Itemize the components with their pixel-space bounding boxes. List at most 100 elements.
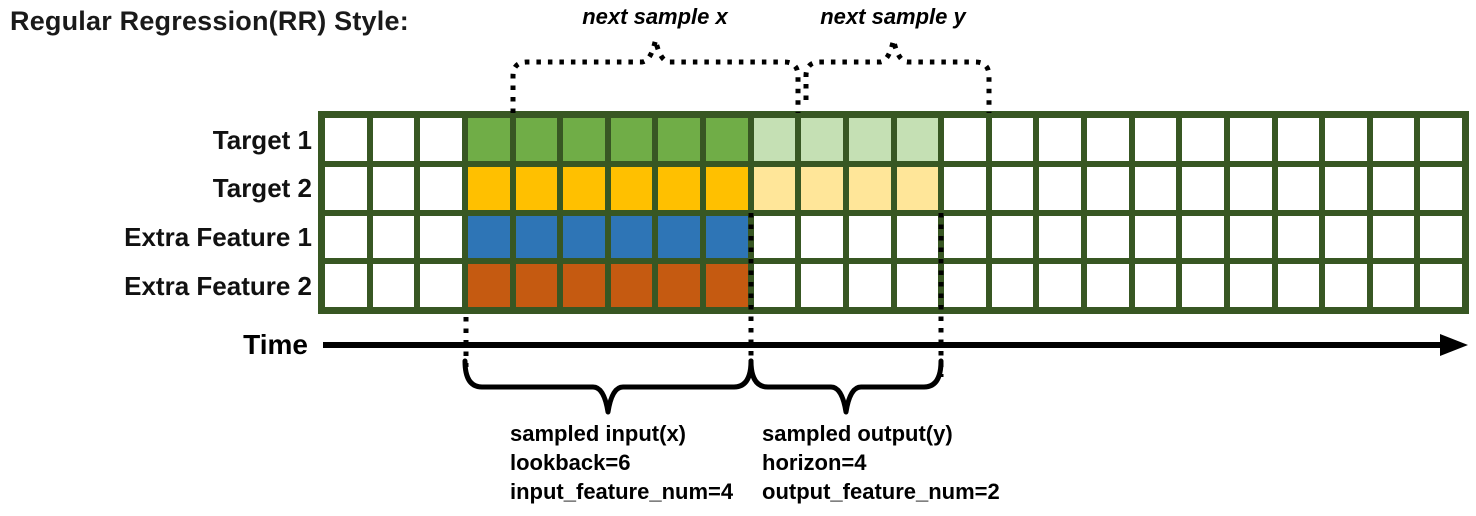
grid-cell — [944, 166, 986, 210]
grid-cell — [991, 118, 1034, 161]
grid-cell — [1372, 118, 1415, 161]
grid-cell — [848, 264, 891, 307]
grid-cell — [1229, 118, 1272, 161]
grid-cell — [658, 118, 700, 161]
grid-cell — [801, 166, 843, 210]
sampled-input-caption: sampled input(x) lookback=6 input_featur… — [510, 419, 733, 506]
grid-cell — [372, 166, 415, 210]
grid-cell — [1420, 264, 1462, 307]
grid-cell — [1087, 118, 1129, 161]
next-sample-y-label: next sample y — [820, 4, 966, 29]
grid-cell — [896, 215, 939, 259]
grid-cell — [610, 166, 653, 210]
next-sample-x-label: next sample x — [582, 4, 728, 29]
sampled-output-brace — [748, 358, 944, 415]
row-label: Target 1 — [212, 124, 312, 155]
grid-cell — [896, 264, 939, 307]
grid-cell — [1420, 118, 1462, 161]
caption-line: output_feature_num=2 — [762, 479, 1000, 504]
grid-cell — [1087, 215, 1129, 259]
grid-cell — [848, 118, 891, 161]
grid-cell — [372, 118, 415, 161]
next-sample-y-brace — [803, 39, 992, 113]
grid-cell — [1372, 166, 1415, 210]
grid-cell — [610, 118, 653, 161]
grid-cell — [991, 264, 1034, 307]
grid-cell — [896, 166, 939, 210]
time-axis-arrowhead-icon — [1440, 334, 1468, 356]
grid-cell — [753, 166, 796, 210]
grid-cell — [1325, 215, 1367, 259]
grid-cell — [706, 118, 748, 161]
grid-cell — [467, 118, 510, 161]
caption-line: lookback=6 — [510, 450, 631, 475]
grid-cell — [563, 264, 605, 307]
grid-cell — [801, 215, 843, 259]
grid-cell — [1372, 215, 1415, 259]
grid-cell — [325, 166, 367, 210]
grid-cell — [1134, 215, 1177, 259]
grid-cell — [753, 215, 796, 259]
grid-cell — [1325, 264, 1367, 307]
grid-cell — [944, 118, 986, 161]
grid-cell — [467, 166, 510, 210]
grid-cell — [467, 215, 510, 259]
row-label: Extra Feature 1 — [124, 222, 312, 252]
grid-cell — [1277, 215, 1320, 259]
grid-cell — [1229, 166, 1272, 210]
grid-cell — [372, 264, 415, 307]
next-sample-x-brace — [510, 39, 801, 113]
grid-cell — [420, 215, 462, 259]
grid-cell — [467, 264, 510, 307]
grid-cell — [515, 166, 558, 210]
grid-cell — [563, 118, 605, 161]
grid-cell — [420, 264, 462, 307]
grid-cell — [1420, 166, 1462, 210]
grid-cell — [1039, 264, 1081, 307]
grid-cell — [1134, 166, 1177, 210]
grid-cell — [991, 215, 1034, 259]
grid-cell — [991, 166, 1034, 210]
grid-cell — [658, 264, 700, 307]
grid-cell — [1039, 166, 1081, 210]
grid-cell — [1229, 215, 1272, 259]
grid-cell — [563, 166, 605, 210]
grid-cell — [1134, 118, 1177, 161]
grid-cell — [515, 118, 558, 161]
grid-cell — [1277, 264, 1320, 307]
grid-cell — [801, 264, 843, 307]
grid-cell — [325, 215, 367, 259]
grid-cell — [848, 166, 891, 210]
grid-cell — [515, 264, 558, 307]
grid-cell — [1372, 264, 1415, 307]
grid-cell — [515, 215, 558, 259]
grid-cell — [1229, 264, 1272, 307]
grid-cell — [801, 118, 843, 161]
grid-cell — [944, 264, 986, 307]
grid-cell — [1277, 118, 1320, 161]
time-axis-label: Time — [243, 329, 308, 360]
grid-cell — [658, 215, 700, 259]
grid-cell — [706, 264, 748, 307]
grid-cell — [1039, 118, 1081, 161]
grid-cell — [1039, 215, 1081, 259]
grid-cell — [1182, 264, 1224, 307]
grid-cell — [1087, 264, 1129, 307]
row-label: Target 2 — [212, 173, 312, 204]
sampled-output-caption: sampled output(y) horizon=4 output_featu… — [762, 419, 1000, 506]
grid-cell — [706, 215, 748, 259]
grid-cell — [896, 118, 939, 161]
grid-cell — [1325, 118, 1367, 161]
row-label: Extra Feature 2 — [124, 270, 312, 301]
grid-cell — [563, 215, 605, 259]
grid-cell — [658, 166, 700, 210]
grid-cell — [753, 264, 796, 307]
grid-cell — [372, 215, 415, 259]
grid-cell — [848, 215, 891, 259]
sampled-input-brace — [462, 358, 754, 415]
grid-cell — [1182, 118, 1224, 161]
diagram-title: Regular Regression(RR) Style: — [10, 6, 409, 36]
grid-cell — [420, 166, 462, 210]
grid-cell — [610, 264, 653, 307]
grid-cell — [325, 264, 367, 307]
